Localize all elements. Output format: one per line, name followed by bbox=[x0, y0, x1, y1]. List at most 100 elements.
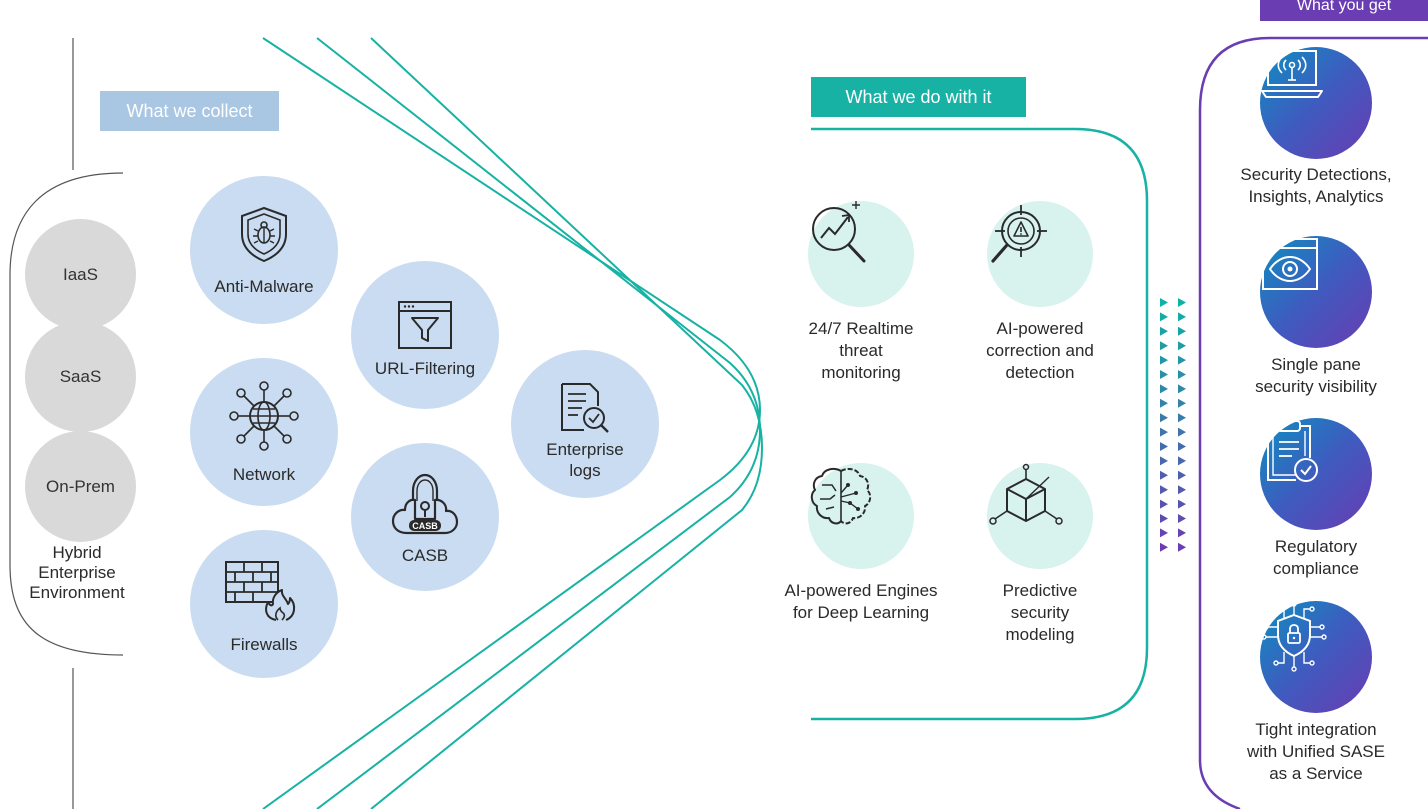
shield-lock-circuit-icon bbox=[1261, 601, 1327, 672]
outcome-single-pane-line-2: security visibility bbox=[1255, 377, 1377, 396]
flow-arrow bbox=[1160, 326, 1168, 336]
outcome-sase-line-1: Tight integration bbox=[1255, 720, 1377, 739]
chevron-line-1 bbox=[262, 37, 762, 809]
flow-arrow bbox=[1178, 370, 1186, 379]
collect-enterprise-logs: Enterprise logs bbox=[511, 350, 659, 498]
flow-arrow bbox=[1178, 528, 1186, 538]
flow-arrow bbox=[1160, 499, 1168, 509]
process-ai-engines-line-2: for Deep Learning bbox=[792, 603, 930, 622]
funnel-window-icon bbox=[398, 301, 452, 349]
outcome-single-pane-caption: Single pane security visibility bbox=[1216, 354, 1416, 398]
outcome-single-pane bbox=[1260, 236, 1372, 348]
flow-arrow bbox=[1160, 456, 1168, 466]
flow-arrow bbox=[1178, 456, 1186, 466]
flow-arrow bbox=[1160, 542, 1168, 552]
flow-arrow bbox=[1178, 442, 1186, 451]
firewall-icon bbox=[225, 561, 296, 621]
flow-arrows bbox=[1160, 298, 1186, 552]
collect-url-filtering-label: URL-Filtering bbox=[374, 359, 476, 378]
env-iaas-label: IaaS bbox=[63, 264, 98, 284]
casb-badge-text: CASB bbox=[412, 521, 438, 531]
outcome-security-detections-caption: Security Detections, Insights, Analytics bbox=[1216, 164, 1416, 208]
process-predictive-modeling-caption: Predictive security modeling bbox=[950, 580, 1130, 646]
outcome-section-label: What you get bbox=[1260, 0, 1428, 21]
outcome-security-detections bbox=[1260, 47, 1372, 159]
flow-arrow bbox=[1160, 514, 1168, 523]
process-ai-correction bbox=[987, 201, 1093, 307]
environment-caption-line-2: Enterprise bbox=[38, 563, 116, 582]
flow-arrow bbox=[1178, 427, 1186, 437]
env-on-prem-label: On-Prem bbox=[46, 476, 115, 496]
outcome-regulatory-compliance bbox=[1260, 418, 1372, 530]
flow-arrow bbox=[1160, 528, 1168, 538]
flow-arrow bbox=[1160, 470, 1168, 480]
collect-firewalls: Firewalls bbox=[190, 530, 338, 678]
flow-arrow bbox=[1160, 312, 1168, 322]
outcome-regulatory-line-1: Regulatory bbox=[1274, 537, 1358, 556]
process-ai-engines-line-1: AI-powered Engines bbox=[784, 581, 938, 600]
process-predictive-line-2: security bbox=[1010, 603, 1070, 622]
flow-arrow bbox=[1178, 514, 1186, 523]
flow-arrow bbox=[1178, 341, 1186, 351]
flow-arrow bbox=[1160, 355, 1168, 365]
outcome-section-label-text: What you get bbox=[1296, 0, 1392, 14]
log-check-icon bbox=[561, 383, 609, 433]
flow-arrow bbox=[1160, 398, 1168, 408]
process-realtime-line-3: monitoring bbox=[821, 363, 901, 382]
collect-casb: CASB CASB bbox=[351, 443, 499, 591]
process-realtime-line-2: threat bbox=[839, 341, 883, 360]
outcome-detections-line-2: Insights, Analytics bbox=[1248, 187, 1384, 206]
target-magnifier-icon bbox=[991, 205, 1047, 263]
process-section-label: What we do with it bbox=[811, 77, 1026, 117]
process-bracket bbox=[811, 127, 1149, 721]
collect-network-label: Network bbox=[232, 465, 296, 484]
collect-enterprise-logs-line-2: logs bbox=[569, 461, 601, 480]
collect-enterprise-logs-line-1: Enterprise bbox=[546, 440, 624, 459]
collect-section-label: What we collect bbox=[100, 91, 279, 131]
collect-url-filtering: URL-Filtering bbox=[351, 261, 499, 409]
process-realtime-monitoring-caption: 24/7 Realtime threat monitoring bbox=[771, 318, 951, 384]
flow-arrow bbox=[1178, 298, 1186, 307]
eye-window-icon bbox=[1262, 238, 1318, 290]
flow-arrow bbox=[1178, 355, 1186, 365]
flow-arrow bbox=[1178, 542, 1186, 552]
shield-bug-icon bbox=[241, 206, 287, 263]
environment-caption: Hybrid Enterprise Environment bbox=[2, 543, 152, 603]
process-ai-correction-line-2: correction and bbox=[986, 341, 1094, 360]
process-realtime-monitoring bbox=[808, 201, 914, 307]
process-ai-correction-line-1: AI-powered bbox=[996, 319, 1084, 338]
env-saas-label: SaaS bbox=[59, 366, 102, 386]
process-ai-engines bbox=[808, 463, 914, 569]
headline bbox=[0, 0, 1100, 13]
flow-arrow bbox=[1160, 442, 1168, 451]
process-ai-correction-line-3: detection bbox=[1005, 363, 1075, 382]
chart-magnifier-icon bbox=[812, 201, 866, 263]
outcome-regulatory-line-2: compliance bbox=[1273, 559, 1359, 578]
flow-arrow bbox=[1178, 312, 1186, 322]
env-on-prem: On-Prem bbox=[25, 431, 136, 542]
brain-gear-icon bbox=[810, 467, 872, 525]
process-realtime-line-1: 24/7 Realtime bbox=[808, 319, 914, 338]
collect-firewalls-label: Firewalls bbox=[230, 635, 298, 654]
env-iaas: IaaS bbox=[25, 219, 136, 330]
environment-caption-line-3: Environment bbox=[29, 583, 125, 602]
flow-arrow bbox=[1178, 326, 1186, 336]
outcome-single-pane-line-1: Single pane bbox=[1271, 355, 1361, 374]
flow-arrow bbox=[1178, 485, 1186, 495]
outcome-sase-integration-caption: Tight integration with Unified SASE as a… bbox=[1216, 719, 1416, 785]
process-ai-correction-caption: AI-powered correction and detection bbox=[950, 318, 1130, 384]
flow-arrow bbox=[1178, 470, 1186, 480]
collect-network: Network bbox=[190, 358, 338, 506]
env-saas: SaaS bbox=[25, 321, 136, 432]
process-predictive-line-1: Predictive bbox=[1002, 581, 1078, 600]
clipboard-check-icon bbox=[1267, 420, 1318, 482]
collect-anti-malware: Anti-Malware bbox=[190, 176, 338, 324]
outcome-sase-integration bbox=[1260, 601, 1372, 713]
environment-caption-line-1: Hybrid bbox=[52, 543, 102, 562]
outcome-regulatory-compliance-caption: Regulatory compliance bbox=[1216, 536, 1416, 580]
environment-bracket bbox=[9, 172, 124, 656]
outcome-bracket bbox=[1198, 36, 1428, 809]
flow-arrow bbox=[1160, 384, 1168, 394]
